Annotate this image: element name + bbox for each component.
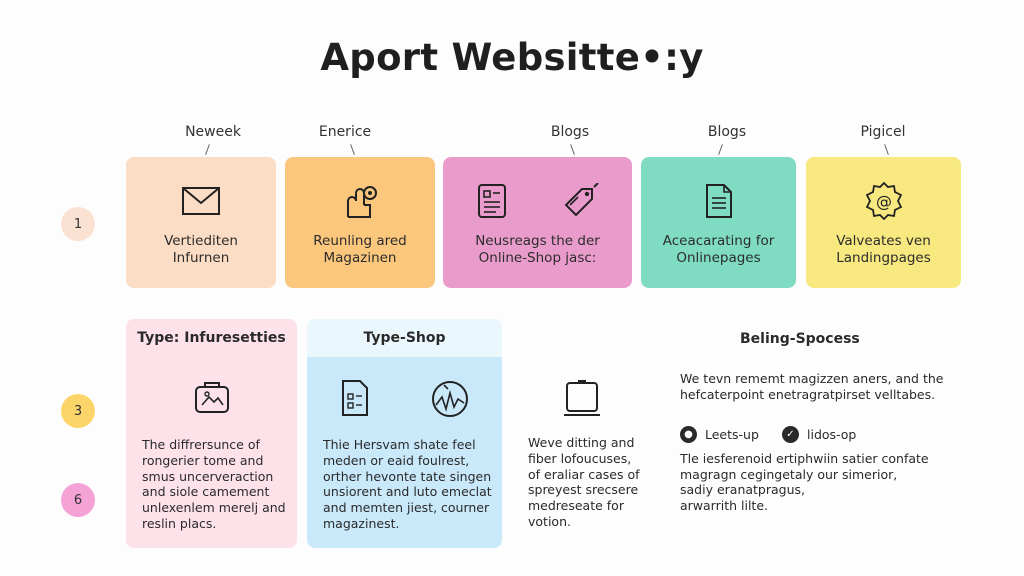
panel-1-line-5: unlexenlem merelj and (142, 500, 286, 516)
card-1-line-1: Vertiediten (164, 233, 238, 249)
puzzle-hand-icon (347, 186, 377, 218)
card-5-line-1: Valveates ven (836, 233, 931, 249)
card-1[interactable]: Vertiediten Infurnen (126, 157, 276, 288)
envelope-icon (182, 187, 220, 215)
top-label-4: Blogs (707, 124, 747, 140)
process-heading: Beling-Spocess (740, 331, 860, 347)
panel-heading: Type: Infuresetties (126, 319, 297, 357)
bullet-icon: ● (680, 426, 697, 443)
process-detail-line-4: arwarrith lilte. (680, 497, 768, 513)
middle-line-2: fiber lofoucuses, (528, 450, 632, 466)
svg-text:@: @ (876, 192, 892, 211)
panel-2-line-4: unsiorent and luto emeclat (323, 484, 492, 500)
page-icon (705, 184, 732, 218)
process-intro: We tevn rememt magizzen aners, and the h… (680, 371, 943, 402)
panel-1-line-4: and siole camement (142, 484, 270, 500)
connector-tick (718, 144, 723, 155)
card-4[interactable]: Aceacarating for Onlinepages (641, 157, 796, 288)
card-5-line-2: Landingpages (836, 250, 931, 266)
card-2[interactable]: Reunling ared Magazinen (285, 157, 435, 288)
connector-tick (350, 144, 355, 155)
page-title: Aport Websitte•:y (320, 36, 704, 79)
at-badge-icon: @ (865, 181, 902, 221)
step-number: 1 (73, 216, 83, 232)
top-label-2: Enerice (318, 124, 372, 140)
document-icon (477, 184, 506, 218)
step-number: 3 (73, 403, 83, 419)
process-detail-line-2: magragn cegingetaly our simerior, (680, 466, 898, 482)
bullet-lidos-op[interactable]: ✓ lidos-op (782, 426, 856, 443)
card-3-line-2: Online-Shop jasc: (478, 250, 597, 266)
middle-line-4: spreyest srecsere (528, 482, 639, 498)
process-details: Tle iesferenoid ertiphwiin satier confat… (680, 451, 929, 513)
connector-tick (884, 144, 889, 155)
step-badge-1: 1 (61, 207, 95, 241)
bullet-label: lidos-op (807, 427, 857, 442)
card-3[interactable]: Neusreags the der Online-Shop jasc: (443, 157, 632, 288)
check-icon: ✓ (782, 426, 799, 443)
top-label-3: Blogs (550, 124, 590, 140)
step-badge-3: 3 (61, 394, 95, 428)
photo-bag-icon (194, 382, 229, 413)
step-number: 6 (73, 492, 83, 508)
panel-1-line-3: smus uncerveraction (142, 468, 274, 484)
card-5[interactable]: @ Valveates ven Landingpages (806, 157, 961, 288)
laptop-icon (564, 380, 600, 416)
panel-2-line-3: orther hevonte tate singen (323, 468, 492, 484)
tag-icon (564, 183, 599, 217)
process-detail-line-1: Tle iesferenoid ertiphwiin satier confat… (680, 451, 929, 466)
panel-1-line-1: The diffrersunce of (142, 437, 260, 452)
panel-shop: Type-Shop Thie Hersvam shate feel meden … (307, 319, 502, 548)
card-2-line-1: Reunling ared (313, 233, 407, 249)
card-2-line-2: Magazinen (323, 250, 397, 266)
top-label-1: Neweek (185, 124, 241, 140)
middle-line-3: of eraliar cases of (528, 466, 640, 482)
bullet-label: Leets-up (705, 427, 759, 442)
card-4-line-2: Onlinepages (676, 250, 761, 266)
step-badge-6: 6 (61, 483, 95, 517)
chart-globe-icon (431, 381, 468, 417)
panel-2-line-2: meden or eaid foulrest, (323, 452, 470, 468)
panel-1-line-2: rongerier tome and (142, 452, 264, 468)
card-3-line-1: Neusreags the der (475, 233, 600, 249)
panel-heading: Type-Shop (307, 319, 502, 357)
bullet-leets-up[interactable]: ● Leets-up (680, 426, 759, 443)
middle-line-5: medreseate for (528, 498, 624, 514)
panel-1-line-6: reslin placs. (142, 515, 217, 531)
middle-text: Weve ditting and fiber lofoucuses, of er… (528, 435, 640, 530)
top-label-5: Pigicel (860, 124, 906, 140)
panel-2-line-1: Thie Hersvam shate feel (323, 437, 476, 452)
process-intro-line-1: We tevn rememt magizzen aners, and the (680, 371, 944, 386)
card-4-line-1: Aceacarating for (662, 233, 775, 249)
panel-2-line-6: magazinest. (323, 515, 400, 531)
middle-line-6: votion. (528, 513, 571, 529)
panel-2-line-5: and memten jiest, courner (323, 500, 490, 516)
connector-tick (570, 144, 575, 155)
process-intro-line-2: hefcaterpoint enetragratpirset velltabes… (680, 386, 936, 402)
connector-tick (205, 144, 210, 155)
card-1-line-2: Infurnen (172, 250, 230, 266)
panel-infuresetties: Type: Infuresetties The diffrersunce of … (126, 319, 297, 548)
process-detail-line-3: sadiy eranatpragus, (680, 482, 805, 497)
middle-line-1: Weve ditting and (528, 435, 635, 450)
form-document-icon (341, 380, 368, 416)
